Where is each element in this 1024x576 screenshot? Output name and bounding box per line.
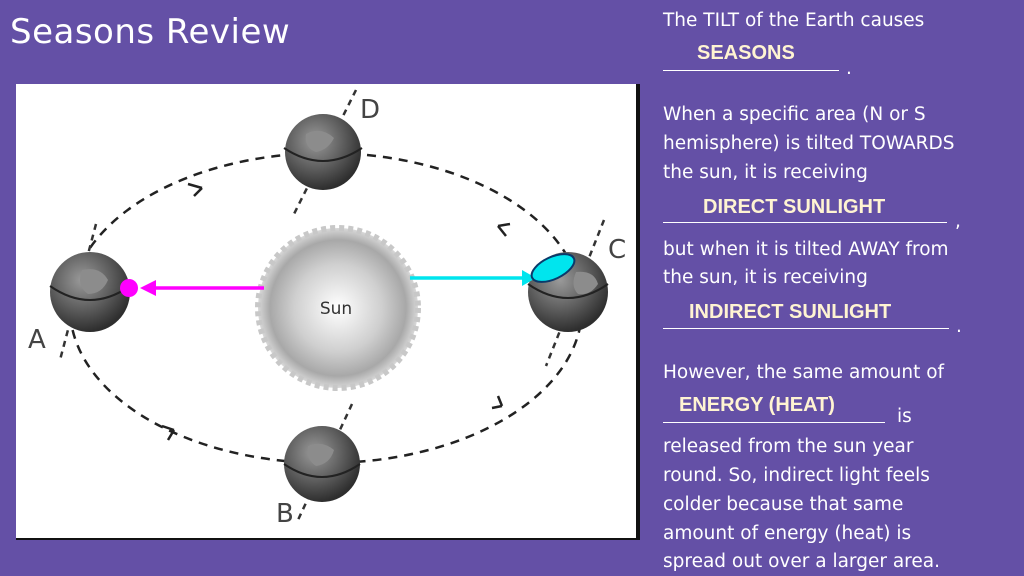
orbit-svg: Sun D B A — [28, 89, 626, 529]
label-c: C — [608, 235, 626, 265]
earth-position-a: A — [28, 223, 131, 361]
orbit-arrow-top-right — [497, 222, 511, 237]
orbit-arrow-top-left — [187, 182, 203, 197]
earth-position-d: D — [283, 89, 380, 215]
p2-tail1: , — [955, 211, 961, 232]
magenta-arrow — [120, 279, 264, 297]
p3-line3: round. So, indirect light feels — [663, 465, 930, 486]
p2-line1: When a specific area (N or S — [663, 104, 926, 125]
seasons-orbit-diagram: Sun D B A — [16, 84, 640, 540]
cyan-oval — [530, 253, 576, 283]
p1-tail: . — [846, 58, 852, 79]
answer-seasons: SEASONS — [697, 42, 795, 64]
answer-indirect-sunlight: INDIRECT SUNLIGHT — [689, 301, 892, 323]
magenta-dot — [120, 279, 138, 297]
page-title: Seasons Review — [10, 12, 291, 52]
p3-line4: colder because that same — [663, 494, 904, 515]
blank-indirect-sunlight — [663, 328, 949, 329]
orbit-arrow-bottom-left — [161, 424, 176, 441]
review-text-column: The TILT of the Earth causes SEASONS . W… — [663, 0, 1018, 576]
p2-line2: hemisphere) is tilted TOWARDS — [663, 133, 955, 154]
blank-energy-heat — [663, 422, 885, 423]
p2-line5: the sun, it is receiving — [663, 267, 868, 288]
cyan-arrow — [410, 253, 576, 286]
p1-line1: The TILT of the Earth causes — [663, 10, 925, 31]
blank-seasons — [663, 70, 839, 71]
p3-line2: released from the sun year — [663, 436, 914, 457]
answer-direct-sunlight: DIRECT SUNLIGHT — [703, 196, 886, 218]
p2-line3: the sun, it is receiving — [663, 162, 868, 183]
label-a: A — [28, 325, 46, 355]
label-d: D — [360, 95, 380, 125]
sun: Sun — [255, 225, 421, 391]
p2-tail2: . — [956, 316, 962, 337]
sun-label: Sun — [320, 299, 352, 319]
p3-tail: is — [897, 406, 912, 427]
p3-line1: However, the same amount of — [663, 362, 945, 383]
answer-energy-heat: ENERGY (HEAT) — [679, 394, 835, 416]
earth-position-b: B — [276, 403, 361, 529]
blank-direct-sunlight — [663, 222, 947, 223]
p3-line5: amount of energy (heat) is — [663, 523, 912, 544]
p2-line4: but when it is tilted AWAY from — [663, 239, 949, 260]
orbit-arrow-bottom-right — [491, 395, 504, 410]
earth-position-c: C — [527, 219, 626, 367]
p3-line6: spread out over a larger area. — [663, 551, 940, 572]
label-b: B — [276, 499, 294, 529]
